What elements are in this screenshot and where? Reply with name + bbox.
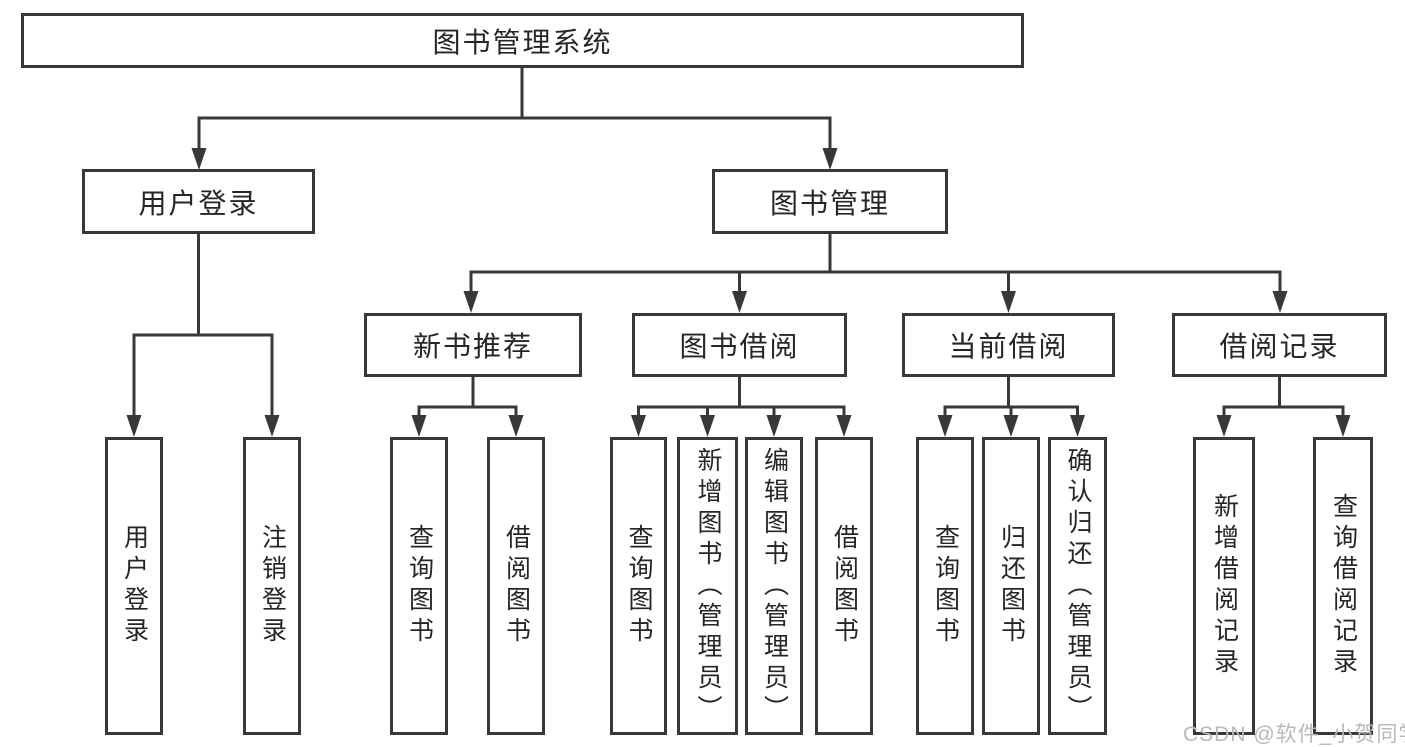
- leaf-label: 新增借阅记录: [1210, 493, 1239, 679]
- leaf-query-book-recommend: 查询图书: [390, 437, 448, 735]
- csdn-watermark: CSDN @软件_小贺同学: [1183, 723, 1405, 746]
- leaf-label: 用户登录: [120, 524, 149, 648]
- node-book-borrow: 图书借阅: [632, 313, 847, 377]
- connector-book-borrow-children: [631, 375, 852, 437]
- arrowhead: [766, 415, 782, 437]
- leaf-return-book: 归还图书: [982, 437, 1040, 735]
- connector-borrow-records-children: [1216, 375, 1351, 437]
- leaf-label: 借阅图书: [830, 524, 859, 648]
- leaf-label: 确认归还（管理员）: [1064, 446, 1092, 726]
- arrowhead: [822, 148, 838, 170]
- arrowhead: [126, 415, 142, 437]
- leaf-borrow-book: 借阅图书: [815, 437, 873, 735]
- leaf-label: 借阅图书: [502, 524, 531, 648]
- arrowhead: [1070, 415, 1085, 437]
- leaf-query-borrow-record: 查询借阅记录: [1313, 437, 1373, 735]
- arrowhead: [1335, 415, 1351, 437]
- arrowhead: [264, 415, 280, 437]
- arrowhead: [836, 415, 852, 437]
- node-user-login: 用户登录: [82, 169, 315, 234]
- arrowhead: [191, 148, 207, 170]
- connector-current-borrow-children: [937, 375, 1085, 437]
- node-borrow-records: 借阅记录: [1172, 313, 1387, 377]
- arrowhead: [508, 415, 524, 437]
- connector-book-mgmt-children: [463, 232, 1288, 313]
- arrowhead: [1003, 415, 1019, 437]
- arrowhead: [463, 291, 479, 313]
- leaf-label: 归还图书: [997, 524, 1026, 648]
- connector-new-book-children: [411, 375, 524, 437]
- leaf-label: 查询借阅记录: [1329, 493, 1358, 679]
- arrowhead: [700, 415, 715, 437]
- arrowhead: [937, 415, 953, 437]
- leaf-label: 注销登录: [258, 524, 287, 648]
- leaf-query-book-current: 查询图书: [916, 437, 974, 735]
- leaf-label: 新增图书（管理员）: [694, 446, 722, 726]
- leaf-logout: 注销登录: [243, 437, 301, 735]
- arrowhead: [631, 415, 646, 437]
- leaf-confirm-return-admin: 确认归还（管理员）: [1048, 437, 1107, 735]
- node-new-book-recommend: 新书推荐: [364, 313, 582, 377]
- arrowhead: [1272, 291, 1288, 313]
- arrowhead: [1001, 291, 1016, 313]
- leaf-label: 查询图书: [625, 524, 653, 648]
- arrowhead: [1216, 415, 1232, 437]
- leaf-label: 查询图书: [931, 524, 960, 648]
- leaf-edit-book-admin: 编辑图书（管理员）: [745, 437, 803, 735]
- leaf-add-book-admin: 新增图书（管理员）: [677, 437, 738, 735]
- leaf-user-login: 用户登录: [105, 437, 163, 735]
- node-book-mgmt: 图书管理: [712, 169, 948, 234]
- leaf-query-book-borrow: 查询图书: [610, 437, 667, 735]
- arrowhead: [732, 291, 747, 313]
- arrowhead: [411, 415, 427, 437]
- node-current-borrow: 当前借阅: [902, 313, 1115, 377]
- leaf-label: 查询图书: [405, 524, 434, 648]
- leaf-add-borrow-record: 新增借阅记录: [1193, 437, 1255, 735]
- node-root-system: 图书管理系统: [21, 13, 1024, 68]
- leaf-borrow-book-recommend: 借阅图书: [487, 437, 545, 735]
- leaf-label: 编辑图书（管理员）: [760, 446, 789, 726]
- connector-root-to-level2: [191, 66, 838, 170]
- connector-user-login-children: [126, 232, 280, 437]
